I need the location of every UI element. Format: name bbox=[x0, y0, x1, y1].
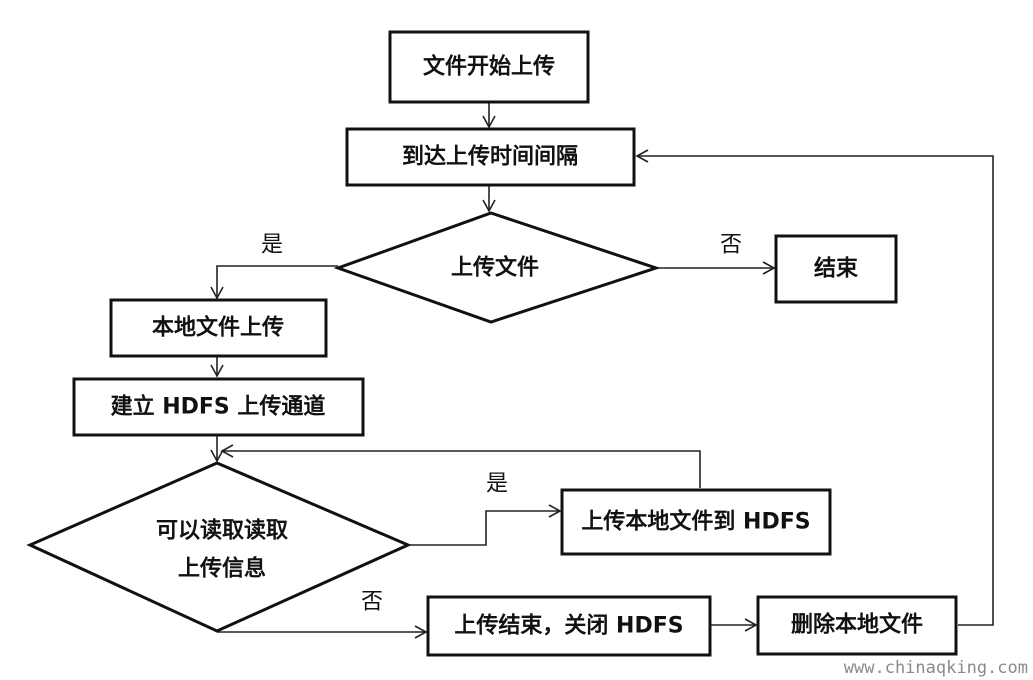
node-decision-read-label-line2: 上传信息 bbox=[178, 556, 266, 582]
node-start-label: 文件开始上传 bbox=[423, 54, 555, 80]
node-local-upload: 本地文件上传 bbox=[109, 298, 328, 358]
node-local-upload-label: 本地文件上传 bbox=[152, 315, 284, 341]
node-upload-to-hdfs: 上传本地文件到 HDFS bbox=[560, 488, 832, 556]
edge-label-read-yes: 是 bbox=[486, 472, 508, 497]
node-end: 结束 bbox=[774, 234, 898, 304]
edge-decision-yes-to-local bbox=[210, 265, 338, 300]
edge-label-upload-yes: 是 bbox=[261, 233, 283, 258]
node-delete-local-label: 删除本地文件 bbox=[791, 612, 923, 638]
node-upload-end-label: 上传结束，关闭 HDFS bbox=[454, 613, 683, 639]
node-end-label: 结束 bbox=[814, 256, 859, 282]
node-upload-end: 上传结束，关闭 HDFS bbox=[426, 595, 712, 657]
node-start: 文件开始上传 bbox=[388, 30, 590, 104]
node-decision-upload: 上传文件 bbox=[333, 211, 661, 324]
watermark-text: www.chinaqking.com bbox=[844, 658, 1028, 678]
edge-upload-loop-back bbox=[220, 444, 701, 488]
node-decision-read: 可以读取读取 上传信息 bbox=[26, 461, 412, 633]
node-decision-upload-label: 上传文件 bbox=[451, 255, 539, 281]
node-upload-to-hdfs-label: 上传本地文件到 HDFS bbox=[581, 509, 810, 535]
node-build-channel: 建立 HDFS 上传通道 bbox=[72, 377, 365, 437]
edge-label-read-no: 否 bbox=[361, 590, 383, 615]
edge-delete-loop-to-interval bbox=[635, 149, 994, 626]
edge-read-yes-to-upload bbox=[410, 504, 562, 546]
node-build-channel-label: 建立 HDFS 上传通道 bbox=[111, 394, 326, 420]
node-interval: 到达上传时间间隔 bbox=[345, 127, 636, 187]
node-decision-read-label-line1: 可以读取读取 bbox=[156, 519, 288, 544]
node-interval-label: 到达上传时间间隔 bbox=[402, 145, 578, 170]
node-delete-local: 删除本地文件 bbox=[756, 595, 958, 656]
edge-label-upload-no: 否 bbox=[720, 233, 742, 258]
